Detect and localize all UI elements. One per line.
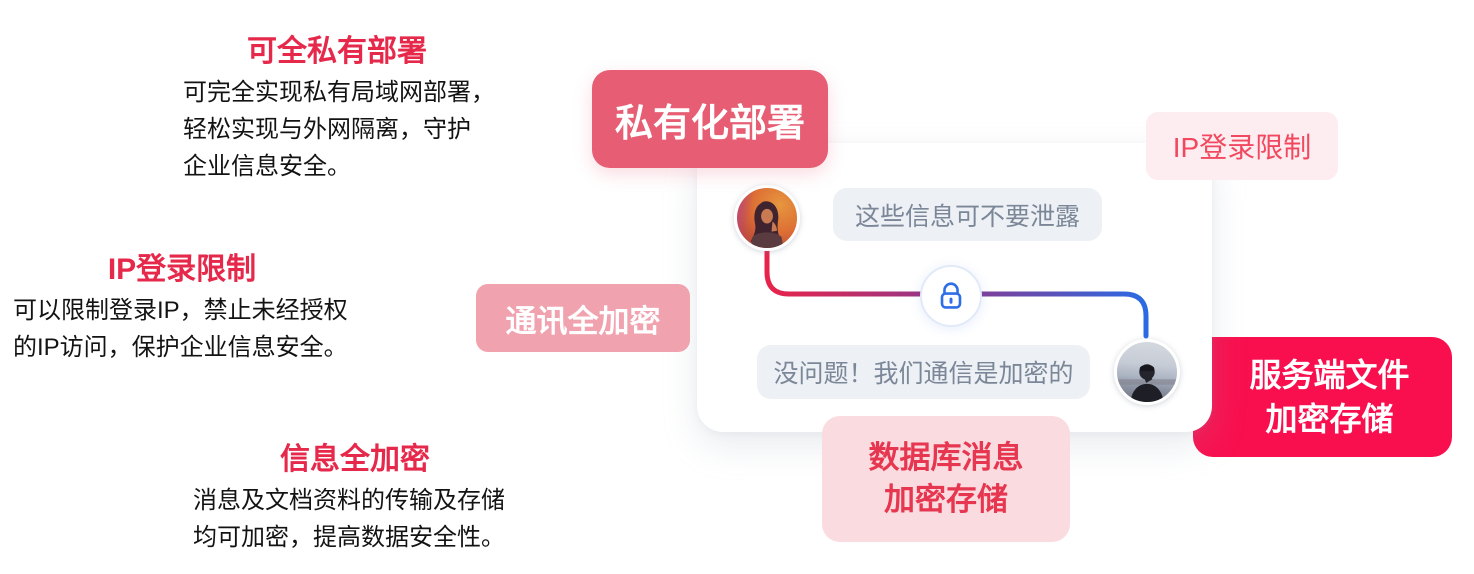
database-message-encrypted-storage-badge: 数据库消息 加密存储 <box>822 416 1070 542</box>
feature-description-private-deploy: 可完全实现私有局域网部署， 轻松实现与外网隔离，守护 企业信息安全。 <box>183 79 495 180</box>
feature-title-encryption: 信息全加密 <box>280 443 430 476</box>
chat-bubble-reply: 没问题！我们通信是加密的 <box>757 345 1090 399</box>
feature-title-ip-limit: IP登录限制 <box>107 253 257 286</box>
lock-icon <box>920 265 982 327</box>
ip-login-limit-badge: IP登录限制 <box>1146 112 1338 180</box>
feature-title-private-deploy: 可全私有部署 <box>247 35 427 68</box>
chat-bubble-sent: 这些信息可不要泄露 <box>833 188 1102 241</box>
private-deployment-badge: 私有化部署 <box>592 70 828 168</box>
communication-encrypted-badge: 通讯全加密 <box>476 284 690 352</box>
feature-description-ip-limit: 可以限制登录IP，禁止未经授权 的IP访问，保护企业信息安全。 <box>13 297 348 361</box>
server-file-encrypted-storage-badge: 服务端文件 加密存储 <box>1193 337 1452 457</box>
woman-avatar <box>734 185 800 251</box>
man-avatar <box>1114 339 1180 405</box>
feature-description-encryption: 消息及文档资料的传输及存储 均可加密，提高数据安全性。 <box>193 487 505 551</box>
